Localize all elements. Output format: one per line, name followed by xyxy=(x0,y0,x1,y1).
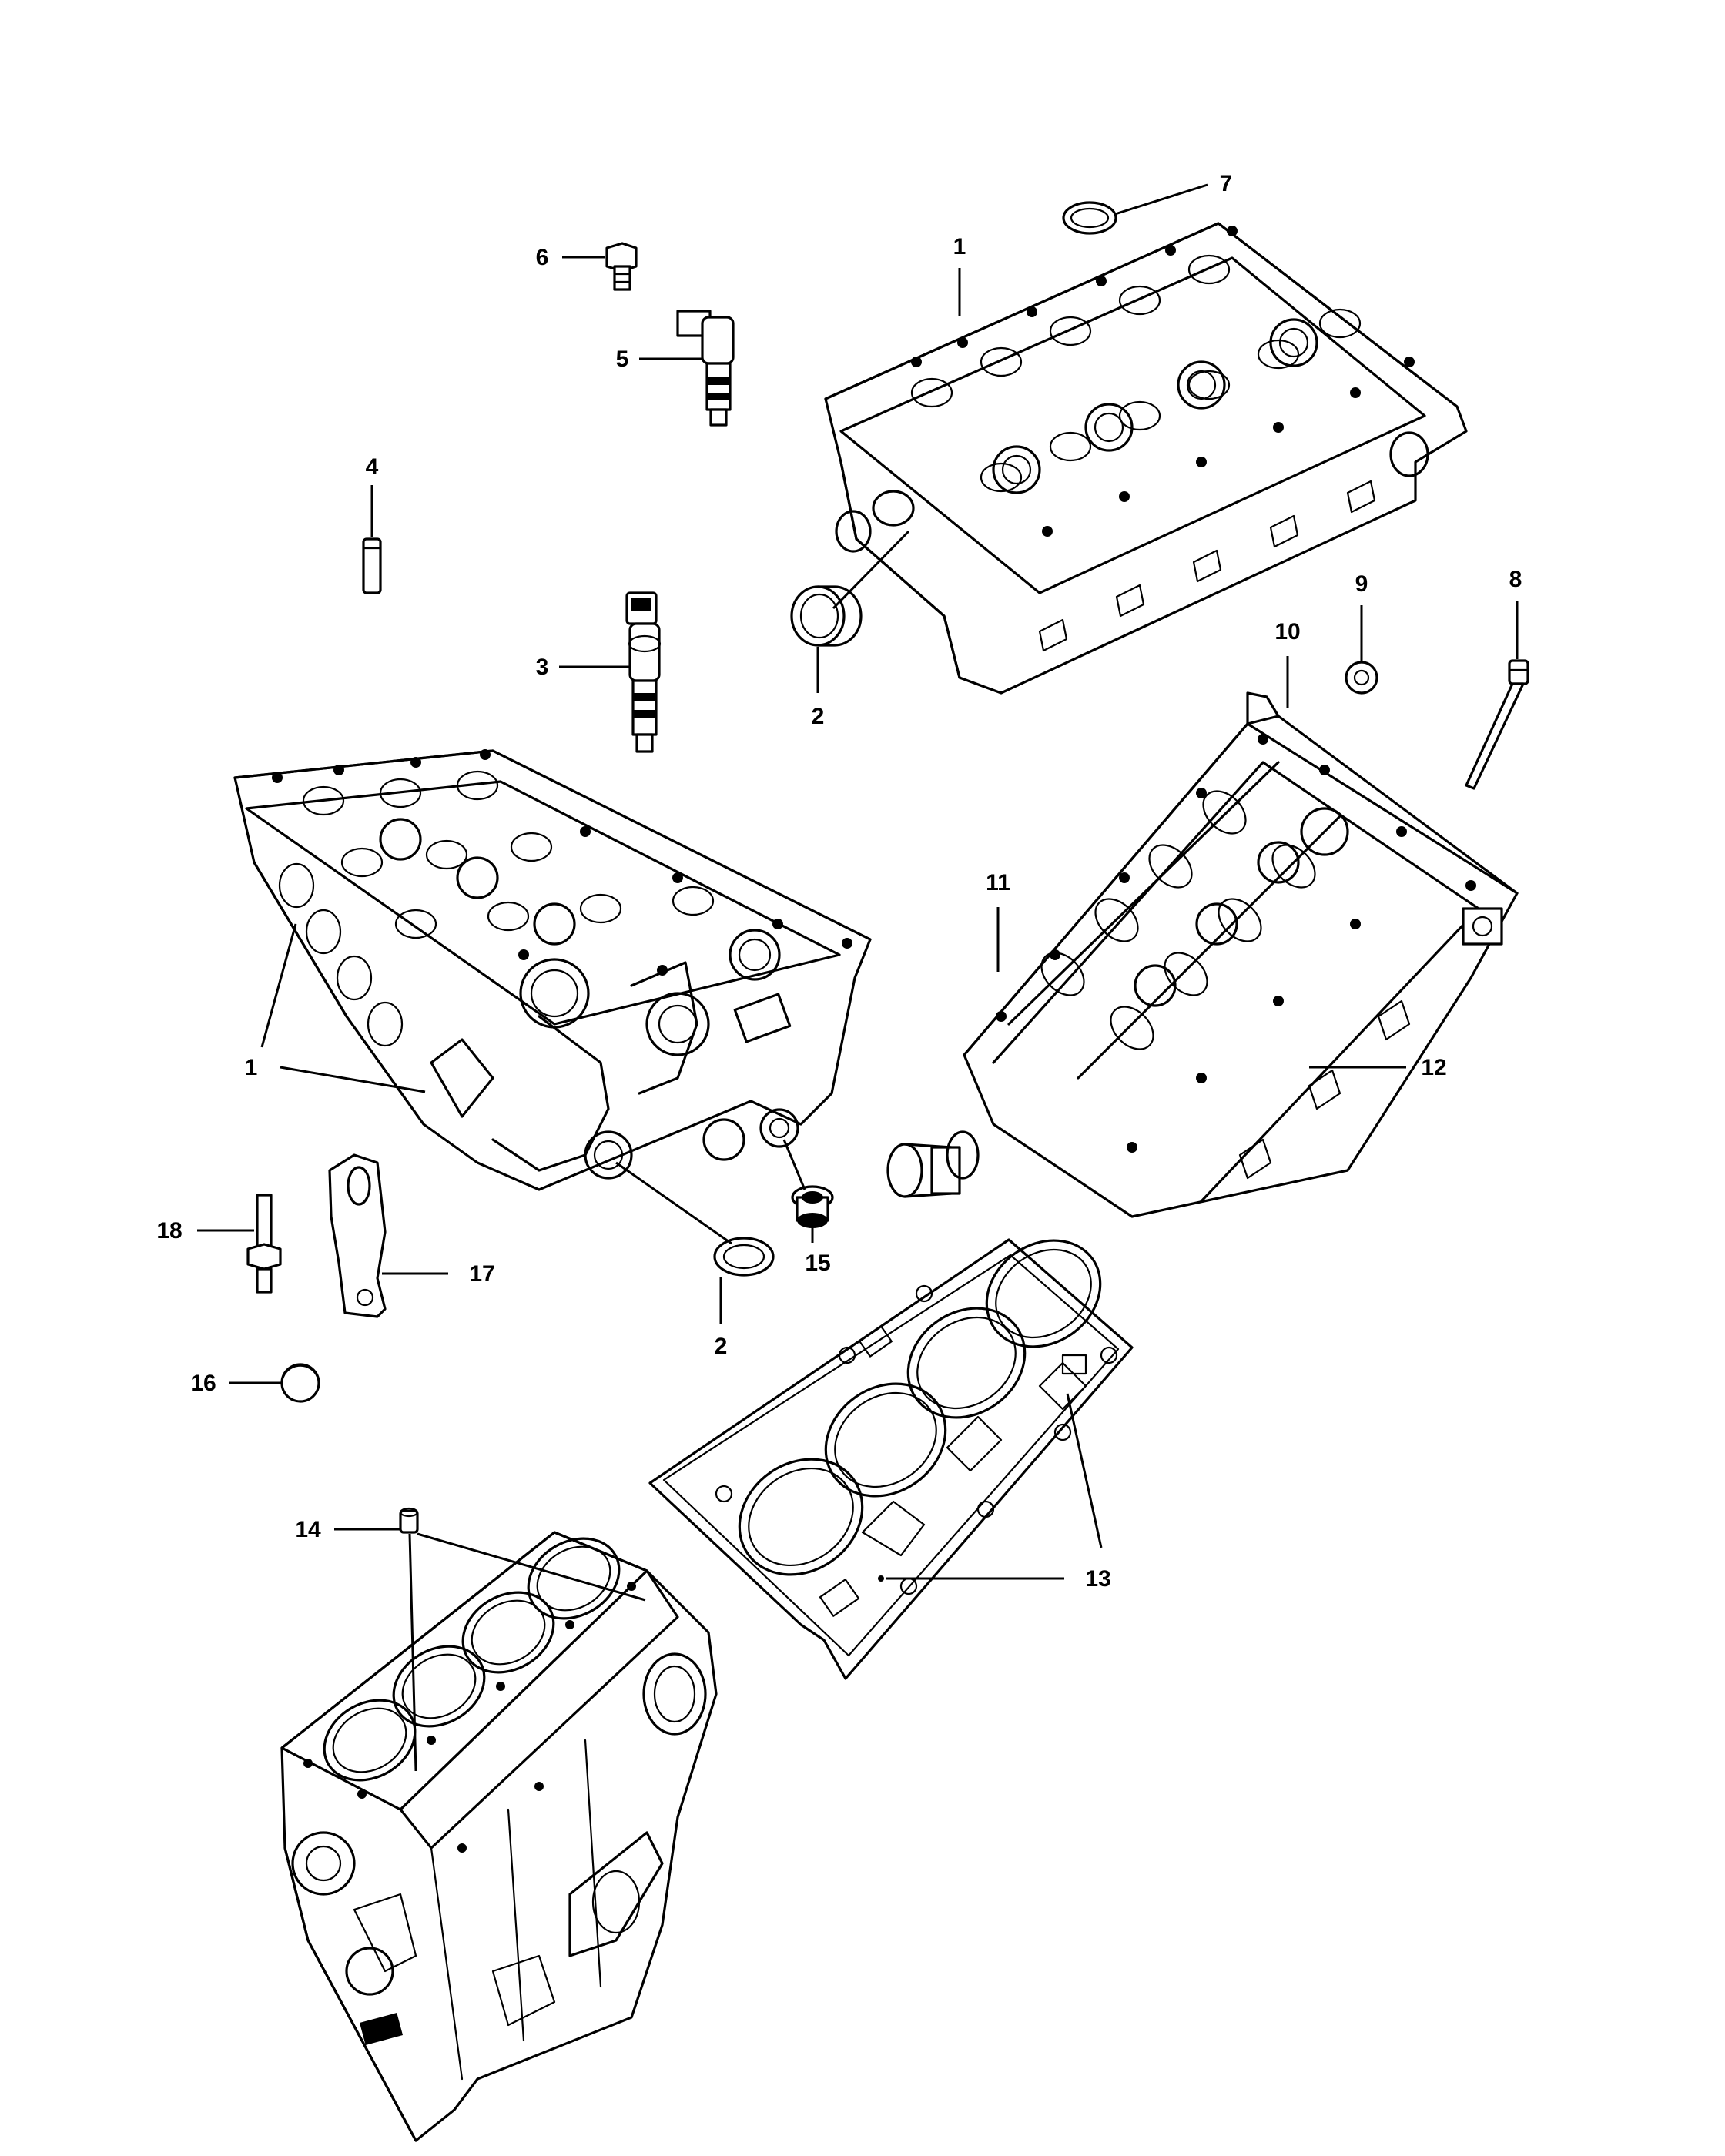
callout-4: 4 xyxy=(366,454,379,480)
callout-7: 7 xyxy=(1220,171,1233,196)
callout-13: 13 xyxy=(1085,1566,1110,1592)
part-6-bolt xyxy=(605,242,638,291)
leader-14-b xyxy=(417,1532,646,1602)
part-13-head-gasket xyxy=(648,1238,1134,1680)
callout-3: 3 xyxy=(536,654,549,680)
part-9-washer xyxy=(1345,661,1378,695)
leader-lines xyxy=(197,183,1519,1772)
callout-1-lower: 1 xyxy=(245,1055,258,1080)
callout-1-upper: 1 xyxy=(953,234,966,259)
part-12-cylinder-head-assembly xyxy=(886,691,1519,1218)
callout-2-upper: 2 xyxy=(812,704,825,729)
part-8-tube xyxy=(1465,659,1529,790)
leader-14-a xyxy=(408,1533,417,1772)
leader-2b-up xyxy=(615,1161,732,1245)
leader-1b-2 xyxy=(260,923,297,1048)
part-4-dowel-pin xyxy=(362,537,382,594)
leader-7 xyxy=(1114,183,1208,216)
leader-2a-up xyxy=(832,530,910,610)
callout-labels: 7 6 1 5 4 3 2 9 8 10 11 1 12 18 17 2 15 … xyxy=(156,171,1522,1592)
part-17-lift-bracket xyxy=(328,1153,387,1318)
callout-16: 16 xyxy=(190,1371,216,1396)
callout-14: 14 xyxy=(295,1517,321,1542)
part-15-plug xyxy=(791,1185,834,1228)
callout-9: 9 xyxy=(1355,571,1368,597)
callout-17: 17 xyxy=(469,1261,494,1287)
callout-6: 6 xyxy=(536,245,549,270)
part-18-stud xyxy=(246,1194,282,1294)
callout-8: 8 xyxy=(1509,567,1522,592)
callout-11: 11 xyxy=(986,870,1010,896)
part-1-cylinder-head-lower xyxy=(233,749,872,1191)
part-14-dowel xyxy=(399,1507,419,1534)
part-7-seal-ring xyxy=(1062,201,1117,235)
callout-18: 18 xyxy=(156,1218,182,1244)
part-2-plug-upper xyxy=(790,585,862,647)
part-5-oil-control-valve xyxy=(676,310,735,427)
leader-15-up xyxy=(782,1139,806,1190)
callout-2-lower: 2 xyxy=(715,1334,728,1359)
leader-13-2 xyxy=(1066,1393,1103,1548)
callout-15: 15 xyxy=(805,1250,830,1276)
leader-1b xyxy=(280,1066,426,1093)
callout-10: 10 xyxy=(1274,619,1300,644)
part-1-cylinder-head-upper xyxy=(824,222,1468,695)
part-2-seal-lower xyxy=(713,1237,775,1277)
part-3-oil-control-valve xyxy=(625,591,662,753)
callout-5: 5 xyxy=(616,346,629,372)
engine-block xyxy=(280,1531,718,2142)
part-16-ball-plug xyxy=(280,1363,320,1403)
callout-12: 12 xyxy=(1421,1055,1446,1080)
